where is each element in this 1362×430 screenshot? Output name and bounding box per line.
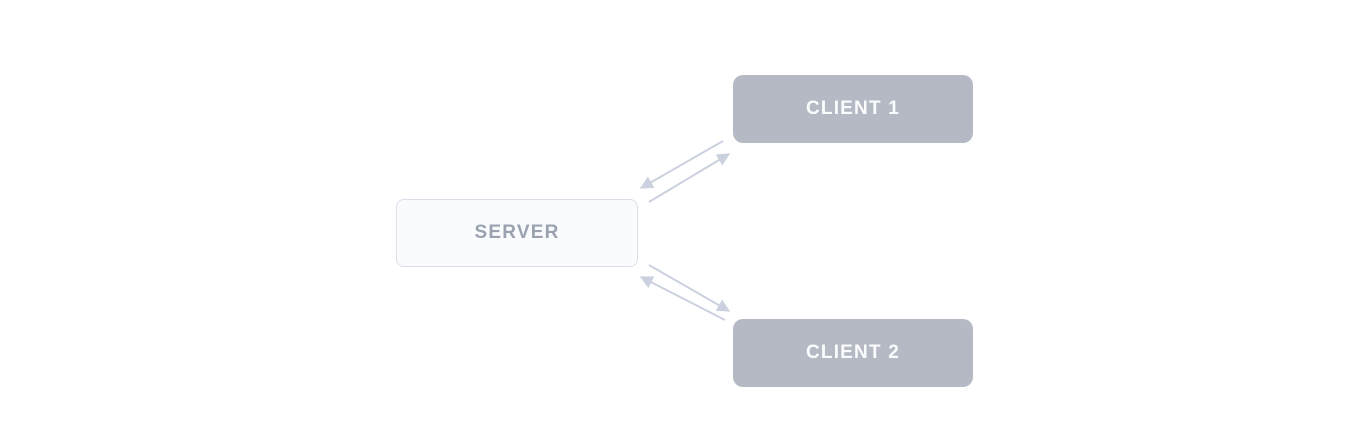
arrow-server-to-client1	[648, 153, 731, 203]
node-server-label: SERVER	[474, 222, 560, 243]
node-client-2[interactable]: CLIENT 2	[733, 319, 973, 387]
node-server[interactable]: SERVER	[396, 199, 638, 267]
node-client-1[interactable]: CLIENT 1	[733, 75, 973, 143]
node-client-1-label: CLIENT 1	[805, 98, 901, 119]
node-client-2-label: CLIENT 2	[805, 342, 901, 363]
arrow-client2-to-server	[639, 276, 726, 321]
arrow-server-to-client2	[648, 264, 731, 312]
arrow-client1-to-server	[639, 140, 724, 189]
